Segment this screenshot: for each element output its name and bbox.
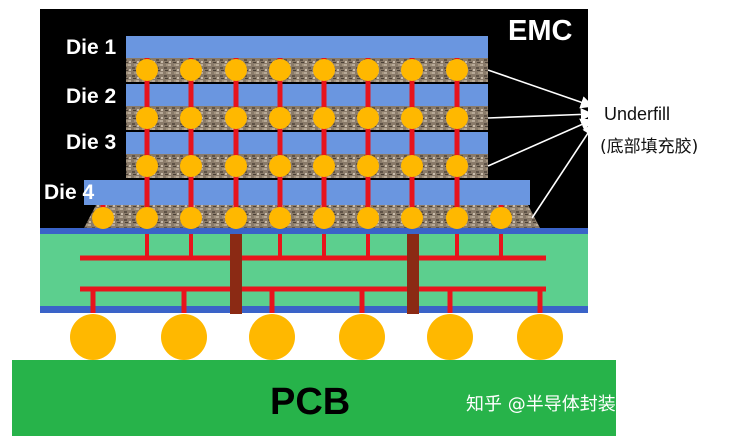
bump <box>225 107 247 129</box>
bump <box>269 155 291 177</box>
bump <box>313 59 335 81</box>
bump <box>446 59 468 81</box>
bump <box>401 155 423 177</box>
solder-ball <box>70 314 116 360</box>
bump <box>357 155 379 177</box>
trace-group <box>80 234 546 314</box>
die-4-label: Die 4 <box>44 181 95 204</box>
bump <box>136 155 158 177</box>
power-via <box>407 234 419 314</box>
watermark-text: 知乎 @半导体封装工程师 <box>466 394 670 415</box>
bump <box>401 207 423 229</box>
solder-ball <box>161 314 207 360</box>
substrate-bottom-edge <box>40 306 588 313</box>
bump <box>136 59 158 81</box>
underfill-arrows <box>487 69 595 219</box>
bump <box>401 59 423 81</box>
bump <box>313 107 335 129</box>
pcb-label: PCB <box>270 381 350 423</box>
bump <box>269 207 291 229</box>
die-1-label: Die 1 <box>66 36 117 59</box>
bump <box>225 59 247 81</box>
bump <box>490 207 512 229</box>
substrate <box>40 234 588 306</box>
bump <box>269 107 291 129</box>
bump <box>92 207 114 229</box>
emc-label: EMC <box>508 15 573 47</box>
arrow-icon <box>487 69 594 109</box>
bump <box>180 59 202 81</box>
solder-ball <box>427 314 473 360</box>
arrow-icon <box>487 118 594 167</box>
solder-ball <box>249 314 295 360</box>
bump <box>313 207 335 229</box>
underfill-label: Underfill <box>604 104 670 124</box>
power-via <box>230 234 242 314</box>
bump <box>136 107 158 129</box>
bump <box>180 107 202 129</box>
bump <box>446 155 468 177</box>
bump <box>225 207 247 229</box>
bump-group <box>92 59 512 229</box>
substrate-top-edge <box>40 228 588 234</box>
die-2 <box>126 84 488 106</box>
bump <box>180 155 202 177</box>
bump <box>225 155 247 177</box>
die-4 <box>84 180 530 205</box>
solder-ball <box>517 314 563 360</box>
bump <box>313 155 335 177</box>
bump <box>269 59 291 81</box>
bump <box>446 107 468 129</box>
die-1 <box>126 36 488 58</box>
bump <box>136 207 158 229</box>
arrow-icon <box>487 108 594 121</box>
bump <box>180 207 202 229</box>
underfill-cn-label: (底部填充胶) <box>600 137 698 157</box>
ball-group <box>70 314 563 360</box>
bump <box>357 107 379 129</box>
die-3-label: Die 3 <box>66 131 116 154</box>
bump <box>446 207 468 229</box>
bump <box>357 59 379 81</box>
die-3 <box>126 132 488 154</box>
solder-ball <box>339 314 385 360</box>
tsv-group <box>100 58 504 228</box>
pcb-board <box>12 360 616 436</box>
bump <box>357 207 379 229</box>
arrow-icon <box>531 122 595 219</box>
die-2-label: Die 2 <box>66 85 116 108</box>
bump <box>401 107 423 129</box>
